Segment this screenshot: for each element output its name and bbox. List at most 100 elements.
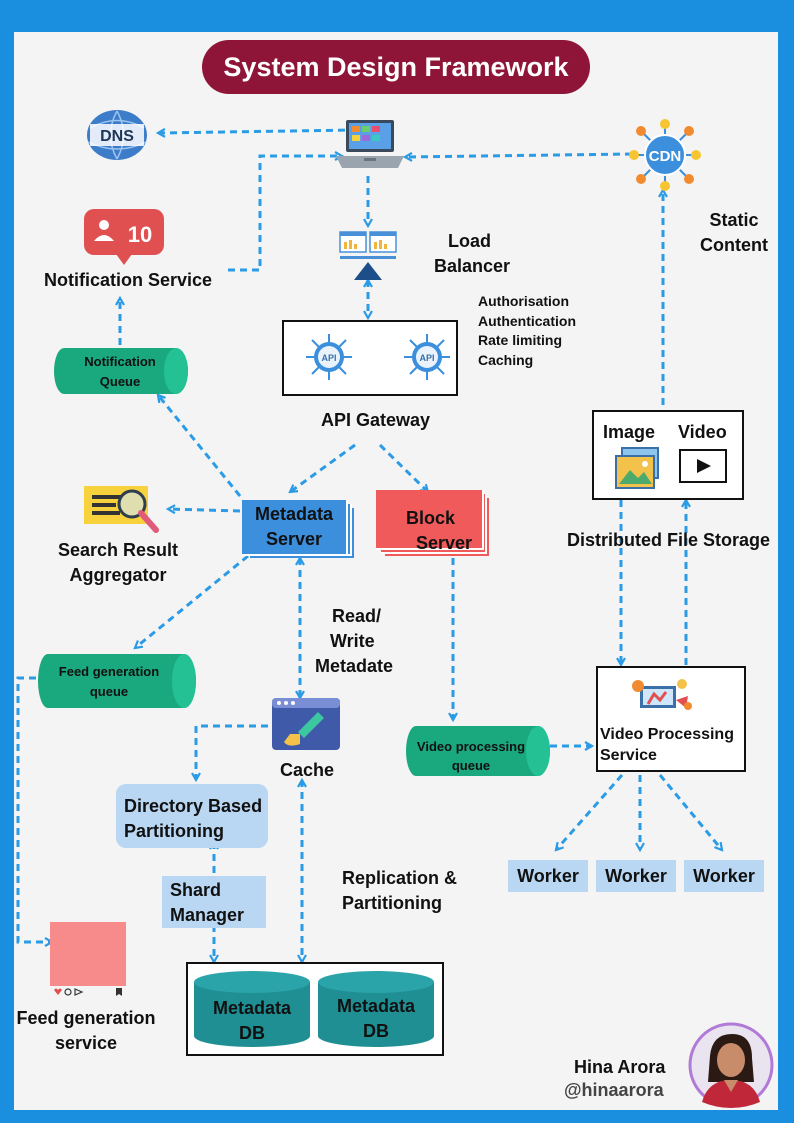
metadata-db-2-label: Metadata DB bbox=[316, 994, 436, 1044]
video-label: Video bbox=[678, 422, 727, 442]
worker-3: Worker bbox=[684, 860, 764, 892]
notification-count: 10 bbox=[128, 222, 152, 247]
metadata-server-box: Metadata Server bbox=[242, 500, 348, 556]
search-aggregator-line-2: Aggregator bbox=[69, 565, 167, 585]
arrow-gateway-metadata bbox=[290, 443, 356, 492]
load-balancer-icon bbox=[339, 231, 397, 280]
author-name: Hina Arora bbox=[574, 1057, 666, 1077]
video-queue-line-2: queue bbox=[451, 758, 491, 773]
notification-badge-icon: 10 bbox=[84, 209, 164, 265]
video-processing-service-box: Video Processing Service bbox=[596, 666, 746, 772]
gateway-function-rate-limiting: Rate limiting bbox=[478, 332, 563, 348]
gateway-functions: Authorisation Authentication Rate limiti… bbox=[478, 292, 576, 370]
replication-line-2: Partitioning bbox=[342, 893, 442, 913]
cache-label: Cache bbox=[280, 760, 335, 780]
image-label: Image bbox=[603, 422, 656, 442]
cache-icon bbox=[272, 698, 340, 750]
arrow-vps-worker3 bbox=[658, 774, 722, 850]
post-actions-icon bbox=[54, 988, 122, 996]
feed-service-line-1: Feed generation bbox=[16, 1008, 156, 1028]
notification-service-label: Notification Service bbox=[44, 270, 213, 290]
worker-1: Worker bbox=[508, 860, 588, 892]
gateway-function-authorisation: Authorisation bbox=[478, 293, 569, 309]
metadata-server-line-2: Server bbox=[265, 529, 323, 549]
distributed-file-storage-label: Distributed File Storage bbox=[567, 530, 771, 550]
replication-line-1: Replication & bbox=[342, 868, 458, 888]
dns-label: DNS bbox=[100, 128, 134, 145]
block-server-line-2: Server bbox=[416, 533, 473, 553]
video-queue-line-1: Video processing bbox=[416, 739, 526, 754]
api-text-2: API bbox=[419, 353, 434, 363]
arrow-cdn-client bbox=[405, 154, 633, 157]
video-queue-cylinder bbox=[406, 726, 550, 776]
shard-manager-box: Shard Manager bbox=[162, 876, 266, 928]
search-result-aggregator-label: Search Result Aggregator bbox=[52, 538, 184, 588]
shard-line-1: Shard bbox=[170, 880, 222, 900]
db1-line-1: Metadata bbox=[212, 998, 292, 1018]
db-cylinder-1 bbox=[194, 971, 310, 1047]
gateway-function-authentication: Authentication bbox=[478, 312, 576, 329]
arrow-metadata-feedq bbox=[135, 554, 249, 648]
search-icon bbox=[84, 486, 159, 533]
arrow-dns-client bbox=[158, 130, 355, 133]
arrow-cache-directory bbox=[196, 724, 268, 780]
read-write-line-1: Read/ bbox=[332, 606, 382, 626]
static-content-line-2: Content bbox=[700, 235, 768, 255]
worker-2: Worker bbox=[596, 860, 676, 892]
arrow-gateway-block bbox=[378, 443, 428, 492]
db-cylinder-2 bbox=[318, 971, 434, 1047]
video-queue-label: Video processing queue bbox=[410, 737, 532, 775]
arrow-feedq-feed bbox=[16, 676, 52, 942]
cdn-icon: CDN bbox=[629, 119, 701, 191]
read-write-line-3: Metadate bbox=[314, 656, 394, 676]
page-title: System Design Framework bbox=[202, 40, 590, 94]
static-content-label: Static Content bbox=[694, 208, 774, 258]
video-processing-service-label: Video Processing Service bbox=[600, 724, 734, 766]
feed-generation-service-label: Feed generation service bbox=[10, 1006, 162, 1056]
processing-icon bbox=[632, 679, 692, 710]
metadata-db-box: Metadata DB Metadata DB bbox=[186, 962, 444, 1056]
api-gateway-box: API API bbox=[282, 320, 458, 396]
read-write-label: Read/ Write Metadate bbox=[314, 604, 394, 679]
read-write-line-2: Write bbox=[330, 631, 375, 651]
feed-service-line-2: service bbox=[54, 1033, 118, 1053]
vps-line-2: Service bbox=[600, 747, 657, 764]
api-text-1: API bbox=[321, 353, 336, 363]
db2-line-1: Metadata bbox=[336, 996, 416, 1016]
arrow-metadata-notifq bbox=[158, 395, 242, 497]
arrow-notification-client bbox=[228, 156, 342, 272]
block-server-line-1: Block bbox=[406, 508, 456, 528]
laptop-icon bbox=[336, 120, 404, 168]
author-handle: @hinaarora bbox=[564, 1080, 664, 1100]
feed-queue-label: Feed generation queue bbox=[44, 662, 174, 702]
image-icon bbox=[615, 447, 659, 489]
notification-queue-label: Notification Queue bbox=[64, 352, 176, 392]
gateway-function-caching: Caching bbox=[478, 351, 534, 368]
api-gear-icon: API bbox=[404, 334, 450, 380]
api-gear-icon: API bbox=[306, 334, 352, 380]
notification-queue-line-1: Notification bbox=[84, 354, 156, 369]
arrow-metadata-search bbox=[168, 509, 241, 511]
block-server-box: Block Server bbox=[376, 490, 484, 553]
feed-queue-line-2: queue bbox=[89, 684, 129, 699]
author-avatar bbox=[688, 1022, 774, 1108]
directory-partitioning-box: Directory Based Partitioning bbox=[116, 784, 268, 848]
metadata-server-line-1: Metadata bbox=[254, 504, 334, 524]
metadata-db-1-label: Metadata DB bbox=[192, 996, 312, 1046]
notification-queue-line-2: Queue bbox=[99, 374, 141, 389]
feed-queue-cylinder bbox=[38, 654, 196, 708]
video-play-icon bbox=[679, 449, 727, 483]
arrow-vps-worker1 bbox=[556, 774, 624, 850]
db1-line-2: DB bbox=[239, 1023, 265, 1043]
replication-label: Replication & Partitioning bbox=[342, 866, 457, 916]
api-gateway-label: API Gateway bbox=[321, 410, 431, 430]
directory-line-1: Directory Based bbox=[124, 796, 263, 816]
feed-post-image bbox=[50, 922, 126, 986]
search-aggregator-line-1: Search Result bbox=[57, 540, 179, 560]
load-balancer-line-1: Load bbox=[448, 231, 491, 251]
feed-queue-line-1: Feed generation bbox=[58, 664, 160, 679]
file-storage-box: Image Video bbox=[592, 410, 744, 500]
cdn-label: CDN bbox=[649, 148, 682, 165]
